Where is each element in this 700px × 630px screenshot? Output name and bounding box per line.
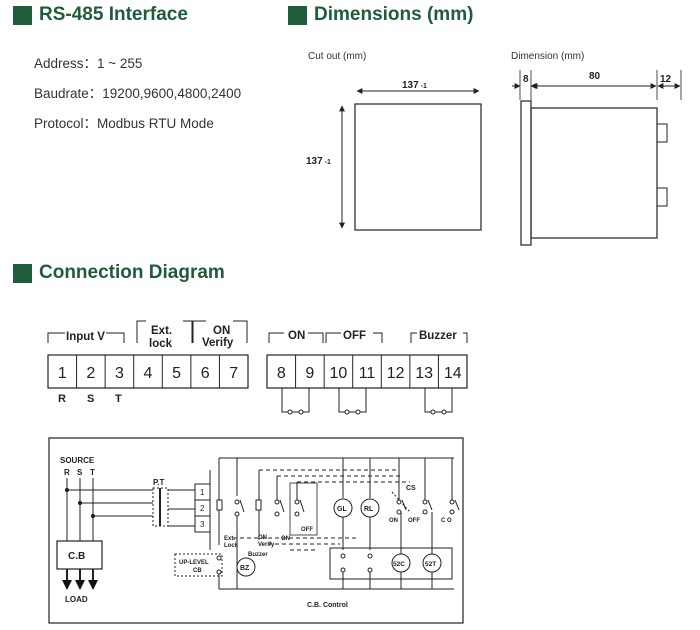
a-terminal-3: 3 xyxy=(115,365,124,382)
a-terminal-4: 4 xyxy=(144,365,153,382)
rl-label: RL xyxy=(364,506,374,513)
cutout-height-text: 137-1 xyxy=(306,156,331,167)
b-terminal-12: 12 xyxy=(387,365,405,382)
phase-s: S xyxy=(87,393,94,405)
terminals-b: 8 9 10 11 12 13 14 xyxy=(277,355,462,388)
dimensions-title-text: Dimensions (mm) xyxy=(314,4,474,25)
dim-8-text: 8 xyxy=(523,74,529,85)
b-terminal-14: 14 xyxy=(444,365,462,382)
up-level-cb-box xyxy=(174,553,223,577)
address-spec: Address：1 ~ 255 xyxy=(34,56,143,71)
schematic-frame xyxy=(48,437,464,624)
a-terminal-7: 7 xyxy=(229,365,238,382)
source-label: SOURCE xyxy=(60,456,95,465)
a-terminal-1: 1 xyxy=(58,365,67,382)
pin-2: 2 xyxy=(200,504,205,513)
label-52c: 52C xyxy=(393,561,405,568)
phase-t: T xyxy=(115,393,122,405)
terminal-block-upper xyxy=(656,123,668,143)
on-verify-label-1: ON xyxy=(258,535,267,541)
source-t: T xyxy=(90,468,95,477)
cs-label: CS xyxy=(406,485,416,492)
baudrate-spec: Baudrate：19200,9600,4800,2400 xyxy=(34,86,242,101)
b-terminal-13: 13 xyxy=(415,365,433,382)
on-label-left: ON xyxy=(281,536,290,542)
cs-on-label: ON xyxy=(389,518,398,524)
terminal-block-lower xyxy=(656,187,668,207)
pin-1: 1 xyxy=(200,488,205,497)
protocol-spec: Protocol：Modbus RTU Mode xyxy=(34,116,214,131)
cs-off-label: OFF xyxy=(408,518,420,524)
bz-label: BZ xyxy=(240,565,250,572)
wiring-schematic: SOURCE R S T C.B LOAD P.T 1 2 3 xyxy=(48,437,464,624)
pin-3: 3 xyxy=(200,520,205,529)
group-input-label: Input V xyxy=(66,331,105,343)
up-level-label-2: CB xyxy=(193,568,202,574)
terminals-a: 1 2 3 4 5 6 7 xyxy=(58,355,238,388)
cb-label: C.B xyxy=(68,551,85,562)
phase-r: R xyxy=(58,393,66,405)
cutout-height-value: 137 xyxy=(306,156,323,167)
pt-label: P.T xyxy=(153,478,165,487)
off-label-left: OFF xyxy=(301,527,313,533)
dimensions-section-title: Dimensions (mm) xyxy=(288,4,473,26)
meter-body xyxy=(530,107,658,239)
terminal-block-b: ON OFF Buzzer 8 9 10 11 12 13 14 xyxy=(266,330,468,415)
rs485-section-title: RS-485 Interface xyxy=(13,4,188,26)
group-buzzer-label: Buzzer xyxy=(419,330,457,342)
cb-control-box xyxy=(329,547,453,580)
front-bezel xyxy=(520,100,532,246)
side-dimension-drawing: 8 80 12 xyxy=(512,70,682,246)
connection-title-text: Connection Diagram xyxy=(39,262,225,283)
group-off-label: OFF xyxy=(343,330,366,342)
cutout-width-text: 137-1 xyxy=(402,80,427,91)
group-ext-label-2: lock xyxy=(149,338,173,350)
section-square-icon xyxy=(13,263,32,283)
cutout-label: Cut out (mm) xyxy=(308,51,367,62)
a-terminal-2: 2 xyxy=(86,365,95,382)
ext-lock-label-1: Ext. xyxy=(224,536,235,542)
group-on-label: ON xyxy=(288,330,305,342)
buzzer-icon xyxy=(236,557,256,577)
rs485-title-text: RS-485 Interface xyxy=(39,4,188,25)
up-level-label-1: UP-LEVEL xyxy=(179,560,209,566)
cutout-square xyxy=(354,103,482,231)
a-terminal-6: 6 xyxy=(201,365,210,382)
buzzer-label: Buzzer xyxy=(248,552,268,558)
dim-80-text: 80 xyxy=(589,71,601,82)
co-label: C O xyxy=(441,518,452,524)
group-on-verify-label-2: Verify xyxy=(202,337,234,349)
a-terminal-5: 5 xyxy=(172,365,181,382)
label-52t: 52T xyxy=(425,561,436,568)
b-terminal-9: 9 xyxy=(305,365,314,382)
cb-control-label: C.B. Control xyxy=(307,602,348,609)
b-terminal-11: 11 xyxy=(359,365,376,382)
gl-label: GL xyxy=(337,506,347,513)
b-terminal-8: 8 xyxy=(277,365,286,382)
dim-12-text: 12 xyxy=(660,74,672,85)
tolerance: -1 xyxy=(421,83,427,90)
source-s: S xyxy=(77,468,83,477)
source-r: R xyxy=(64,468,70,477)
group-on-verify-label-1: ON xyxy=(213,325,230,337)
cutout-drawing: 137-1 137-1 xyxy=(306,80,482,231)
load-label: LOAD xyxy=(65,595,88,604)
ext-lock-label-2: Lock xyxy=(224,543,239,549)
dimension-label: Dimension (mm) xyxy=(511,51,585,62)
tolerance: -1 xyxy=(325,159,331,166)
section-square-icon xyxy=(288,5,307,25)
cutout-width-value: 137 xyxy=(402,80,419,91)
group-ext-label-1: Ext. xyxy=(151,325,172,337)
section-square-icon xyxy=(13,5,32,25)
b-terminal-10: 10 xyxy=(330,365,348,382)
connection-section-title: Connection Diagram xyxy=(13,262,225,284)
on-verify-label-2: Verify xyxy=(258,542,275,548)
